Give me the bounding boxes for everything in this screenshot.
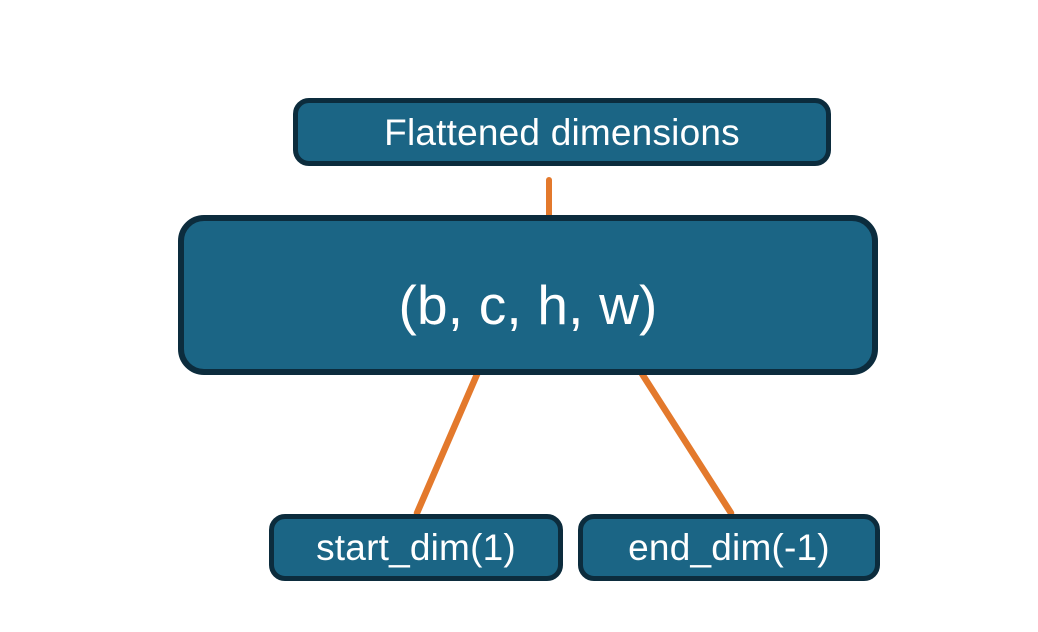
start-dim-box[interactable]: start_dim(1) (269, 514, 563, 581)
tensor-shape-tuple-label: (b, c, h, w) (398, 273, 658, 336)
start-dim-label: start_dim(1) (316, 527, 516, 568)
flattened-dimensions-box[interactable]: Flattened dimensions (293, 98, 831, 166)
flattened-dimensions-label: Flattened dimensions (384, 111, 740, 153)
end-dim-box[interactable]: end_dim(-1) (578, 514, 880, 581)
tensor-shape-tuple-box[interactable]: (b, c, h, w) (178, 215, 878, 375)
end-dim-label: end_dim(-1) (628, 527, 830, 568)
